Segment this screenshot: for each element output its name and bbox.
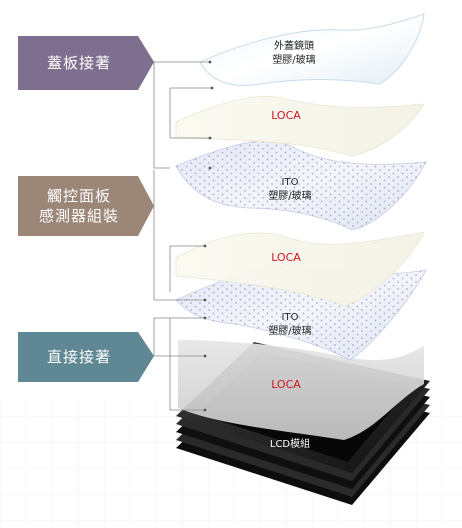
ito-label-2: ITO 塑膠/玻璃 bbox=[268, 311, 311, 338]
loca-layer-3 bbox=[178, 340, 424, 440]
cover-lens-label-line2: 塑膠/玻璃 bbox=[272, 54, 316, 66]
ito-label-1-line2: 塑膠/玻璃 bbox=[268, 190, 312, 202]
ito-label-1: ITO 塑膠/玻璃 bbox=[268, 176, 311, 203]
lcd-module-label: LCD模組 bbox=[269, 439, 311, 450]
loca-label-3: LOCA bbox=[271, 378, 301, 391]
ito-label-2-line1: ITO bbox=[281, 312, 299, 323]
direct-tag-shape bbox=[18, 332, 154, 382]
loca-label-1: LOCA bbox=[271, 109, 301, 122]
direct-bonding-tag: 直接接著 bbox=[18, 332, 140, 382]
direct-bonding-label: 直接接著 bbox=[46, 347, 111, 366]
cover-lens-label: 外蓋鏡頭 塑膠/玻璃 bbox=[272, 40, 315, 67]
cover-bonding-label: 蓋板接著 bbox=[46, 53, 111, 72]
cover-lens-layer bbox=[199, 13, 425, 86]
ito-label-2-line2: 塑膠/玻璃 bbox=[268, 325, 312, 337]
touch-sensor-assembly-tag: 觸控面板 感測器組裝 bbox=[18, 176, 140, 236]
ito-label-1-line1: ITO bbox=[281, 177, 299, 188]
touch-tag-shape bbox=[18, 176, 154, 236]
cover-tag-shape bbox=[18, 36, 154, 90]
cover-lens-label-line1: 外蓋鏡頭 bbox=[274, 41, 314, 52]
touch-sensor-label-line1: 觸控面板 bbox=[46, 186, 111, 205]
loca-label-2: LOCA bbox=[271, 251, 301, 264]
cover-bonding-tag: 蓋板接著 bbox=[18, 36, 140, 90]
loca-layer-2 bbox=[175, 231, 425, 307]
touch-sensor-label-line2: 感測器組裝 bbox=[38, 207, 119, 225]
loca-layer-1 bbox=[175, 95, 425, 157]
